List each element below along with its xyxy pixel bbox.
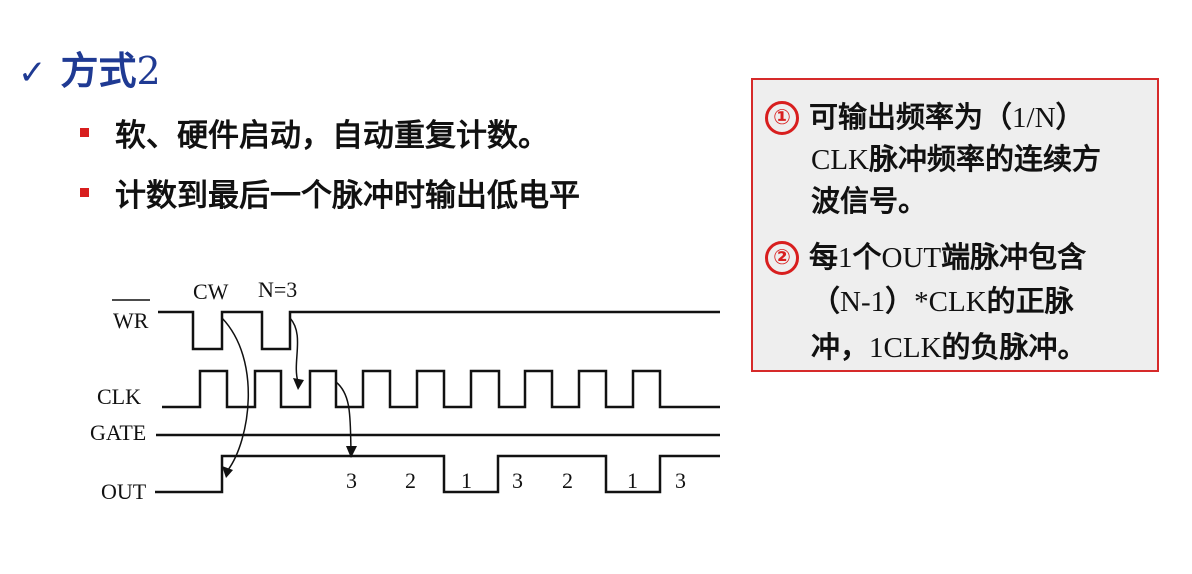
bullet-item: 计数到最后一个脉冲时输出低电平	[80, 170, 580, 215]
out-waveform	[155, 454, 720, 494]
wr-label: WR	[113, 308, 149, 333]
clk-waveform	[162, 369, 720, 409]
bullet-text: 计数到最后一个脉冲时输出低电平	[115, 178, 580, 214]
clk-label: CLK	[97, 384, 141, 409]
bullet-item: 软、硬件启动，自动重复计数。	[80, 110, 549, 155]
note-item-1-line-3: 波信号。	[811, 184, 928, 218]
arrowhead-icon	[293, 378, 304, 390]
gate-label: GATE	[90, 420, 146, 445]
note-item-2-line-3: 冲，1CLK的负脉冲。	[811, 330, 1087, 364]
arrow-clk-to-out	[335, 381, 352, 451]
arrow-wr-to-out	[221, 317, 249, 471]
cw-label: CW	[193, 279, 229, 304]
bullet-square-icon	[80, 128, 89, 137]
note-item-1-line-2: CLK脉冲频率的连续方	[811, 142, 1102, 176]
note-item-2-line-2: （N-1）*CLK的正脉	[811, 284, 1074, 318]
wr-waveform	[158, 310, 720, 351]
bullet-square-icon	[80, 188, 89, 197]
count-label: 3	[675, 468, 686, 493]
arrowhead-icon	[346, 446, 357, 458]
out-label: OUT	[101, 479, 147, 504]
count-label: 2	[405, 468, 416, 493]
count-label: 1	[461, 468, 472, 493]
count-label: 1	[627, 468, 638, 493]
bullet-text: 软、硬件启动，自动重复计数。	[115, 118, 549, 154]
arrow-wr-to-clk	[289, 317, 299, 383]
check-icon: ✓	[18, 53, 47, 93]
count-label: 2	[562, 468, 573, 493]
circled-one-marker: ①	[765, 101, 799, 135]
n-equals-label: N=3	[258, 277, 297, 302]
title-text: 方式	[60, 49, 137, 93]
title-number: 2	[136, 49, 161, 93]
count-label: 3	[346, 468, 357, 493]
arrowhead-icon	[222, 466, 233, 478]
count-label: 3	[512, 468, 523, 493]
circled-two-marker: ②	[765, 241, 799, 275]
